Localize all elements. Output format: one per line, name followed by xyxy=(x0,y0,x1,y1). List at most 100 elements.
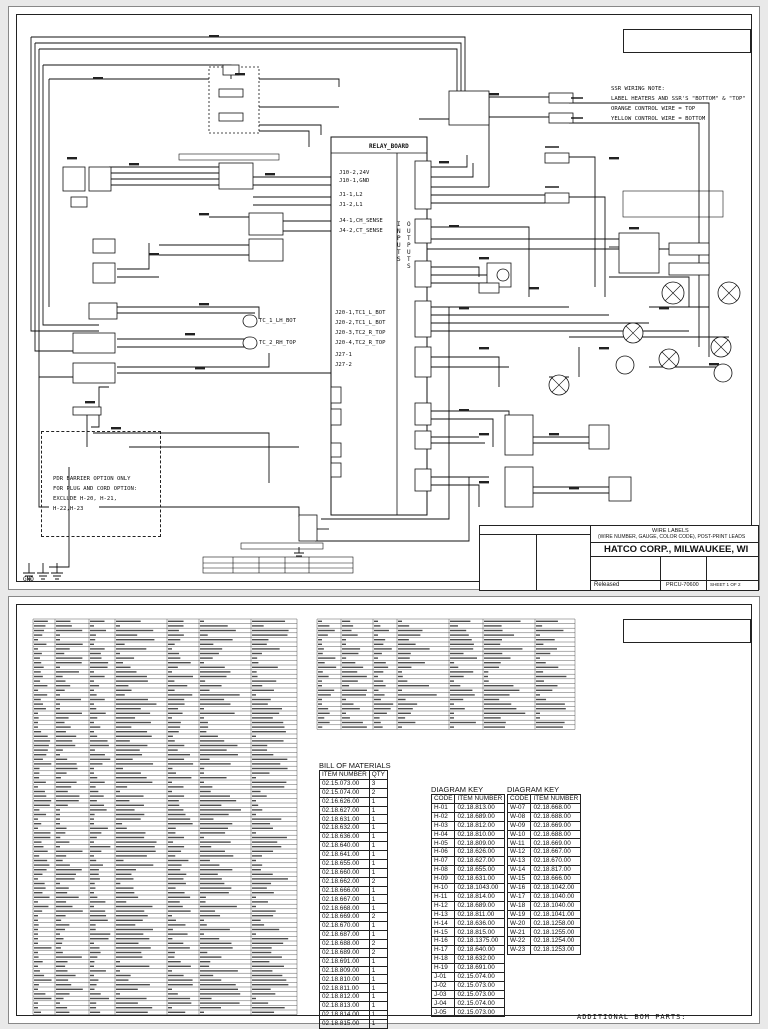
key-h-row-cell-a: H-14 xyxy=(430,918,456,929)
key-w-row-cell-a: W-13 xyxy=(506,856,532,867)
key-w-row-cell-a: W-16 xyxy=(506,882,532,893)
relay-input-pin-10: J20-4,TC2_R_TOP xyxy=(335,340,386,346)
key-w-row-cell-b: 02.18.666.00 xyxy=(530,874,582,884)
bom-row-cell-b: 3 xyxy=(368,778,388,789)
key-h-row-cell-a: H-12 xyxy=(430,900,456,911)
bom-row-cell-b: 1 xyxy=(368,805,388,816)
key-h-row-cell-b: 02.18.811.00 xyxy=(454,909,506,920)
drawing-number: PRCU-70600 xyxy=(666,582,699,588)
key-w-row-cell-b: 02.18.1254.00 xyxy=(530,936,582,947)
bom-row-cell-b: 1 xyxy=(368,974,388,985)
bom-row-cell-a: 02.18.689.00 xyxy=(319,947,370,958)
bom-row-cell-a: 02.18.813.00 xyxy=(319,1001,370,1012)
revision-table xyxy=(623,29,751,53)
additional-bom-parts: ADDITIONAL BOM PARTS: xyxy=(577,1013,687,1021)
key-h-row-cell-b: 02.18.632.00 xyxy=(454,954,506,964)
title-block: WIRE LABELS (WIRE NUMBER, GAUGE, COLOR C… xyxy=(479,525,759,591)
wire-list-tables xyxy=(32,618,576,1015)
bom-row-cell-a: 02.18.688.00 xyxy=(319,938,370,949)
key-w-row-cell-a: W-09 xyxy=(506,820,532,831)
outputs-label: OUTPUTS xyxy=(407,221,411,270)
key-h-row-cell-a: H-03 xyxy=(430,820,456,831)
key-h-row-cell-b: 02.18.815.00 xyxy=(454,927,506,938)
key-w-row-cell-a: W-23 xyxy=(506,945,532,956)
relay-input-pin-1: J10-2,24V xyxy=(339,170,370,176)
bom-row-cell-a: 02.18.809.00 xyxy=(319,965,370,976)
key-w-row-cell-b: 02.18.669.00 xyxy=(530,820,582,831)
pdr-option-box xyxy=(41,431,161,537)
diagram-key-w-title: DIAGRAM KEY xyxy=(507,785,560,794)
sheet-number: SHEET 1 OF 2 xyxy=(710,582,741,587)
key-h-row-cell-a: H-05 xyxy=(430,838,456,849)
key-h-row-cell-a: H-07 xyxy=(430,856,456,867)
wire-labels-subtitle: (WIRE NUMBER, GAUGE, COLOR CODE), POST-P… xyxy=(598,534,746,540)
bom-row-cell-a: 02.18.662.00 xyxy=(319,876,370,887)
key-h-row-cell-b: 02.18.814.00 xyxy=(454,891,506,902)
bom-row-cell-a: 02.18.660.00 xyxy=(319,867,370,878)
key-w-row-cell-a: W-10 xyxy=(506,829,532,840)
bom-row-cell-b: 2 xyxy=(368,938,388,949)
bom-row-cell-b: 1 xyxy=(368,841,388,852)
bom-row-cell-b: 1 xyxy=(368,965,388,976)
key-w-row-cell-a: W-21 xyxy=(506,927,532,938)
relay-input-pin-11: J27-1 xyxy=(335,352,352,358)
key-h-row-cell-a: J-01 xyxy=(430,971,456,982)
key-h-row-cell-a: H-04 xyxy=(430,829,456,840)
bom-row-cell-b: 1 xyxy=(368,867,388,878)
key-h-row-cell-b: 02.18.1375.00 xyxy=(454,936,506,947)
key-w-row-cell-b: 02.18.1042.00 xyxy=(530,882,582,893)
bom-row-cell-b: 1 xyxy=(368,832,388,843)
key-h-row-cell-b: 02.18.689.00 xyxy=(454,900,506,911)
key-h-row-cell-b: 02.18.627.00 xyxy=(454,856,506,867)
relay-input-pin-6: J4-2,CT_SENSE xyxy=(339,228,383,234)
key-h-row-cell-b: 02.18.640.00 xyxy=(454,945,506,956)
bom-header-qty: QTY xyxy=(368,770,388,780)
key-w-row-cell-a: W-14 xyxy=(506,865,532,876)
bom-row-cell-a: 02.18.631.00 xyxy=(319,814,370,825)
key-h-row-cell-a: H-08 xyxy=(430,865,456,876)
relay-input-pin-8: J20-2,TC1_L_BOT xyxy=(335,320,386,326)
diagram-key-h-title: DIAGRAM KEY xyxy=(431,785,484,794)
key-h-row-cell-a: J-02 xyxy=(430,980,456,991)
key-h-row-cell-b: 02.18.809.00 xyxy=(454,838,506,849)
bom-row-cell-a: 02.16.626.00 xyxy=(319,796,370,807)
key-w-row-cell-b: 02.18.1041.00 xyxy=(530,909,582,920)
bom-row-cell-b: 1 xyxy=(368,823,388,834)
company-name: HATCO CORP., MILWAUKEE, WI xyxy=(604,544,749,555)
key-w-row-cell-b: 02.18.1253.00 xyxy=(530,945,582,956)
key-h-row-cell-a: H-13 xyxy=(430,909,456,920)
bom-row-cell-b: 2 xyxy=(368,947,388,958)
bom-header-item: ITEM NUMBER xyxy=(319,770,370,780)
bom-row-cell-b: 1 xyxy=(368,983,388,994)
bom-row-cell-b: 1 xyxy=(368,903,388,914)
key-w-row-cell-a: W-17 xyxy=(506,891,532,902)
